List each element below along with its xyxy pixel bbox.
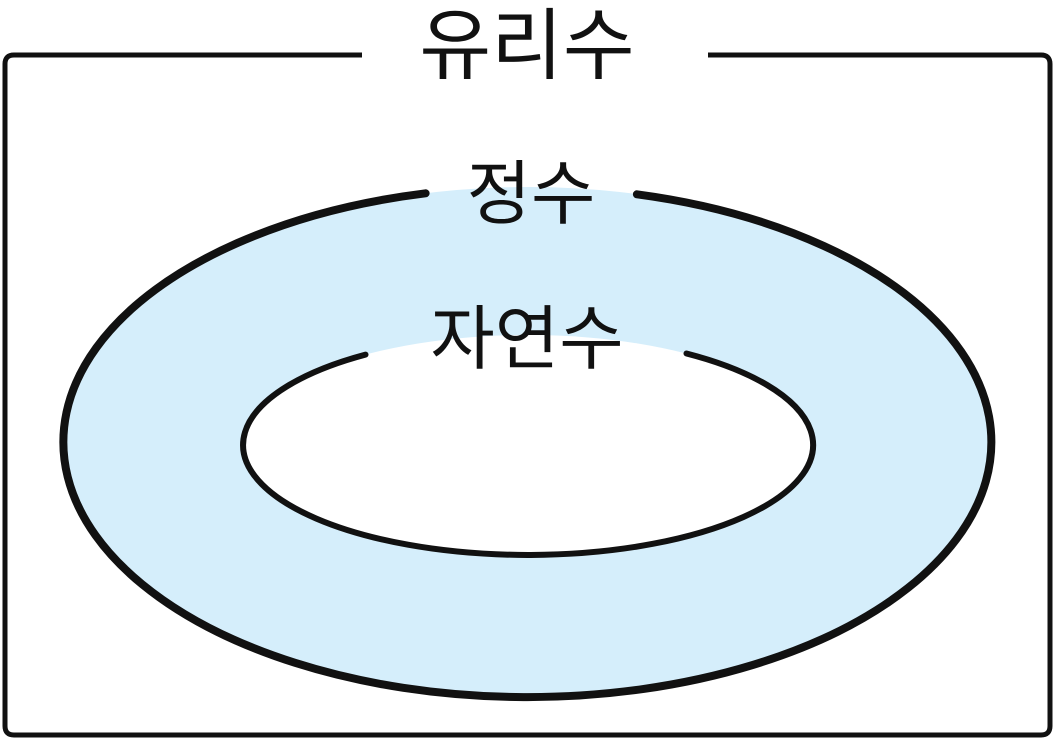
rational-set-boundary: [2, 52, 1053, 738]
natural-set-region: [243, 335, 813, 555]
natural-set-boundary: [240, 350, 817, 558]
integer-set-label: 정수: [467, 153, 596, 235]
integer-set-boundary: [59, 189, 996, 702]
rational-set-label: 유리수: [419, 2, 634, 92]
natural-set-label: 자연수: [430, 298, 623, 380]
